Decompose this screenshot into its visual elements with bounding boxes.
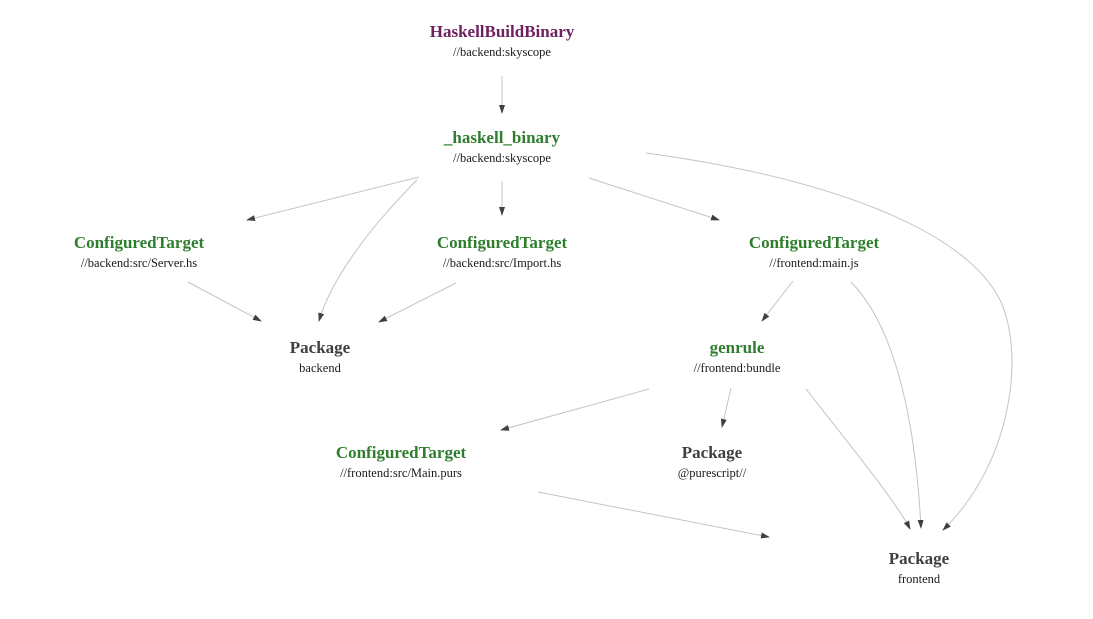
edge-haskell-binary-to-pkg-frontend: [645, 152, 1013, 531]
edge-ct-mainpurs-to-pkg-frontend: [537, 491, 770, 539]
node-genrule-bundle[interactable]: genrule //frontend:bundle: [694, 338, 781, 376]
node-title: genrule: [709, 338, 765, 357]
edge-haskell-binary-to-ct-mainjs: [588, 177, 720, 221]
node-title: Package: [289, 338, 351, 357]
node-label: @purescript//: [677, 466, 747, 480]
edge-ct-server-to-pkg-backend: [187, 281, 262, 322]
edge-genrule-to-ct-mainpurs: [500, 388, 650, 431]
edge-genrule-to-pkg-frontend: [805, 388, 911, 530]
node-label: //backend:skyscope: [453, 45, 551, 59]
edge-haskell-binary-to-ct-server: [246, 176, 420, 221]
node-configured-target-main-js[interactable]: ConfiguredTarget //frontend:main.js: [749, 233, 879, 271]
node-label: backend: [299, 361, 341, 375]
node-label: //backend:src/Import.hs: [442, 256, 562, 270]
node-title: ConfiguredTarget: [335, 443, 467, 462]
node-title: ConfiguredTarget: [748, 233, 880, 252]
node-title: ConfiguredTarget: [436, 233, 568, 252]
edge-genrule-to-pkg-purescript: [720, 387, 732, 428]
node-label: //backend:skyscope: [453, 151, 551, 165]
node-haskell-build-binary[interactable]: HaskellBuildBinary //backend:skyscope: [430, 22, 575, 60]
node-configured-target-server[interactable]: ConfiguredTarget //backend:src/Server.hs: [74, 233, 204, 271]
node-title: Package: [888, 549, 950, 568]
node-configured-target-import[interactable]: ConfiguredTarget //backend:src/Import.hs: [437, 233, 567, 271]
edge-ct-mainjs-to-pkg-frontend: [850, 281, 924, 529]
node-title: HaskellBuildBinary: [429, 22, 575, 41]
node-configured-target-main-purs[interactable]: ConfiguredTarget //frontend:src/Main.pur…: [336, 443, 466, 481]
node-package-frontend[interactable]: Package frontend: [889, 549, 949, 587]
node-package-backend[interactable]: Package backend: [290, 338, 350, 376]
node-title: ConfiguredTarget: [73, 233, 205, 252]
edge-haskell-binary-to-pkg-backend: [318, 179, 418, 322]
node-title: Package: [681, 443, 743, 462]
node-package-purescript[interactable]: Package @purescript//: [678, 443, 746, 481]
node-label: frontend: [897, 572, 941, 586]
node-title: _haskell_binary: [443, 128, 561, 147]
edge-ct-import-to-pkg-backend: [378, 282, 457, 323]
node-label: //backend:src/Server.hs: [80, 256, 198, 270]
node-label: //frontend:bundle: [693, 361, 781, 375]
node-label: //frontend:main.js: [769, 256, 859, 270]
edge-ct-mainjs-to-genrule: [761, 280, 794, 322]
node-label: //frontend:src/Main.purs: [340, 466, 462, 480]
node-haskell-binary[interactable]: _haskell_binary //backend:skyscope: [444, 128, 560, 166]
